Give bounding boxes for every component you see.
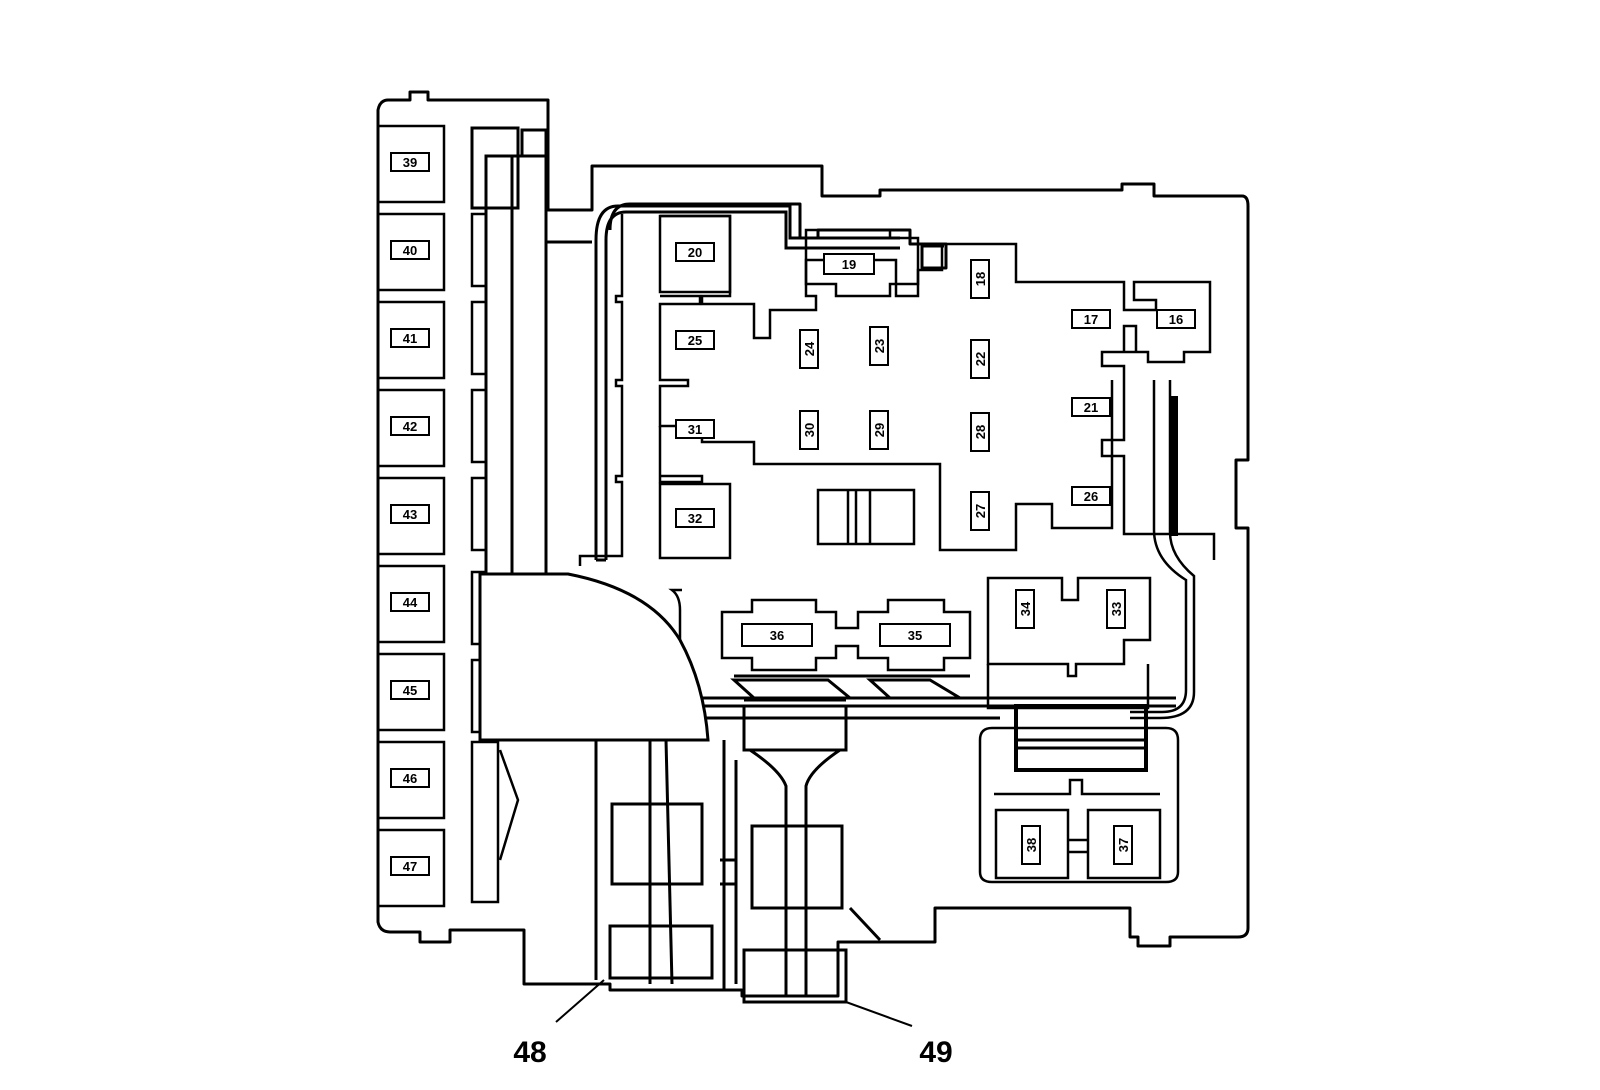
left-column-labels: 39 40 41 42 43 44 45 46 47 — [390, 152, 430, 876]
svg-text:40: 40 — [403, 243, 417, 258]
fuse-23: 23 — [869, 326, 889, 366]
svg-text:17: 17 — [1084, 312, 1098, 327]
fuse-31: 31 — [675, 419, 715, 439]
svg-text:39: 39 — [403, 155, 417, 170]
svg-text:32: 32 — [688, 511, 702, 526]
connector-stems — [594, 698, 882, 1004]
svg-text:31: 31 — [688, 422, 702, 437]
svg-text:41: 41 — [403, 331, 417, 346]
svg-text:44: 44 — [403, 595, 418, 610]
fuse-25: 25 — [675, 330, 715, 350]
left-column-cells — [376, 124, 520, 908]
fuse-32: 32 — [675, 508, 715, 528]
svg-text:42: 42 — [403, 419, 417, 434]
fuse-42: 42 — [390, 416, 430, 436]
fuse-45: 45 — [390, 680, 430, 700]
fuse-16: 16 — [1156, 309, 1196, 329]
svg-text:43: 43 — [403, 507, 417, 522]
svg-text:37: 37 — [1116, 838, 1131, 852]
fuse-18: 18 — [970, 259, 990, 299]
fuse-33: 33 — [1106, 589, 1126, 629]
svg-text:27: 27 — [973, 504, 988, 518]
svg-text:19: 19 — [842, 257, 856, 272]
callouts: 48 49 — [513, 979, 953, 1069]
fuse-20: 20 — [675, 242, 715, 262]
svg-text:47: 47 — [403, 859, 417, 874]
fuse-24: 24 — [799, 329, 819, 369]
svg-text:25: 25 — [688, 333, 702, 348]
callout-49-leader — [845, 1001, 913, 1027]
fuse-34: 34 — [1015, 589, 1035, 629]
fuse-39: 39 — [390, 152, 430, 172]
fuse-36: 36 — [741, 623, 813, 647]
fuse-41: 41 — [390, 328, 430, 348]
svg-text:38: 38 — [1024, 838, 1039, 852]
fuse-30: 30 — [799, 410, 819, 450]
fuse-19: 19 — [823, 253, 875, 275]
svg-text:35: 35 — [908, 628, 922, 643]
svg-text:24: 24 — [802, 341, 817, 356]
main-fuse-labels: 20 19 25 31 32 17 16 21 26 36 35 18 24 2… — [675, 242, 1196, 865]
fuse-46: 46 — [390, 768, 430, 788]
fuse-17: 17 — [1071, 309, 1111, 329]
fuse-37: 37 — [1113, 825, 1133, 865]
main-horizontal-rail — [700, 674, 1176, 720]
fuse-40: 40 — [390, 240, 430, 260]
svg-text:30: 30 — [802, 423, 817, 437]
svg-text:28: 28 — [973, 425, 988, 439]
fuse-43: 43 — [390, 504, 430, 524]
power-rail — [594, 204, 900, 562]
fuse-29: 29 — [869, 410, 889, 450]
callout-49: 49 — [919, 1036, 952, 1069]
svg-text:45: 45 — [403, 683, 417, 698]
svg-text:16: 16 — [1169, 312, 1183, 327]
svg-text:22: 22 — [973, 352, 988, 366]
callout-48: 48 — [513, 1036, 546, 1069]
cover-arc — [478, 572, 710, 742]
fuse-26: 26 — [1071, 486, 1111, 506]
svg-text:34: 34 — [1018, 601, 1033, 616]
svg-text:36: 36 — [770, 628, 784, 643]
svg-text:33: 33 — [1109, 602, 1124, 616]
svg-text:18: 18 — [973, 272, 988, 286]
svg-text:26: 26 — [1084, 489, 1098, 504]
fuse-22: 22 — [970, 339, 990, 379]
svg-text:46: 46 — [403, 771, 417, 786]
fuse-28: 28 — [970, 412, 990, 452]
svg-text:20: 20 — [688, 245, 702, 260]
callout-48-leader — [555, 979, 605, 1023]
fuse-27: 27 — [970, 491, 990, 531]
svg-text:23: 23 — [872, 339, 887, 353]
fuse-47: 47 — [390, 856, 430, 876]
svg-text:21: 21 — [1084, 400, 1098, 415]
fuse-21: 21 — [1071, 397, 1111, 417]
svg-text:29: 29 — [872, 423, 887, 437]
lower-right-pocket — [978, 704, 1180, 884]
fuse-35: 35 — [879, 623, 951, 647]
fuse-38: 38 — [1021, 825, 1041, 865]
fuse-44: 44 — [390, 592, 430, 612]
